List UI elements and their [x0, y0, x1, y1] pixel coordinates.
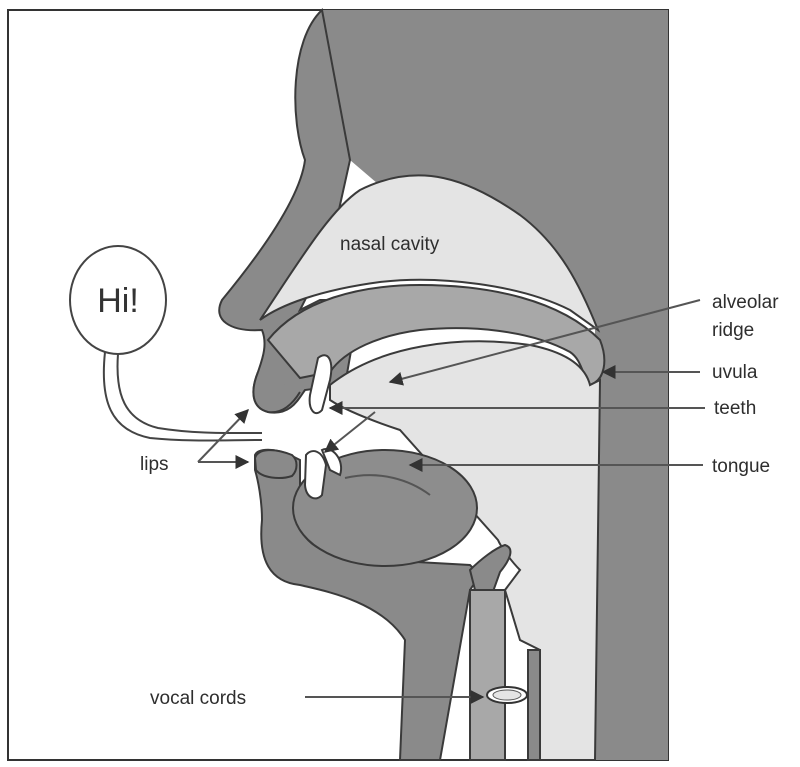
label-tongue: tongue [712, 456, 770, 477]
vocal-cords-inner [493, 690, 521, 700]
label-ridge: ridge [712, 320, 754, 341]
lower-lip [255, 450, 297, 478]
label-vocal-cords: vocal cords [150, 688, 246, 709]
trachea [470, 590, 505, 760]
speech-bubble-text: Hi! [97, 282, 139, 320]
label-nasal-cavity: nasal cavity [340, 234, 440, 255]
label-uvula: uvula [712, 362, 758, 383]
lower-tooth [305, 451, 326, 498]
label-teeth: teeth [714, 398, 756, 419]
esophagus-wall [528, 650, 540, 760]
label-alveolar: alveolar [712, 292, 779, 313]
teeth-pointer-lower [325, 412, 375, 452]
speech-bubble-tail-inner [117, 354, 262, 433]
label-lips: lips [140, 454, 169, 475]
speech-bubble-tail [104, 352, 262, 441]
lips-pointer-upper [198, 410, 248, 462]
